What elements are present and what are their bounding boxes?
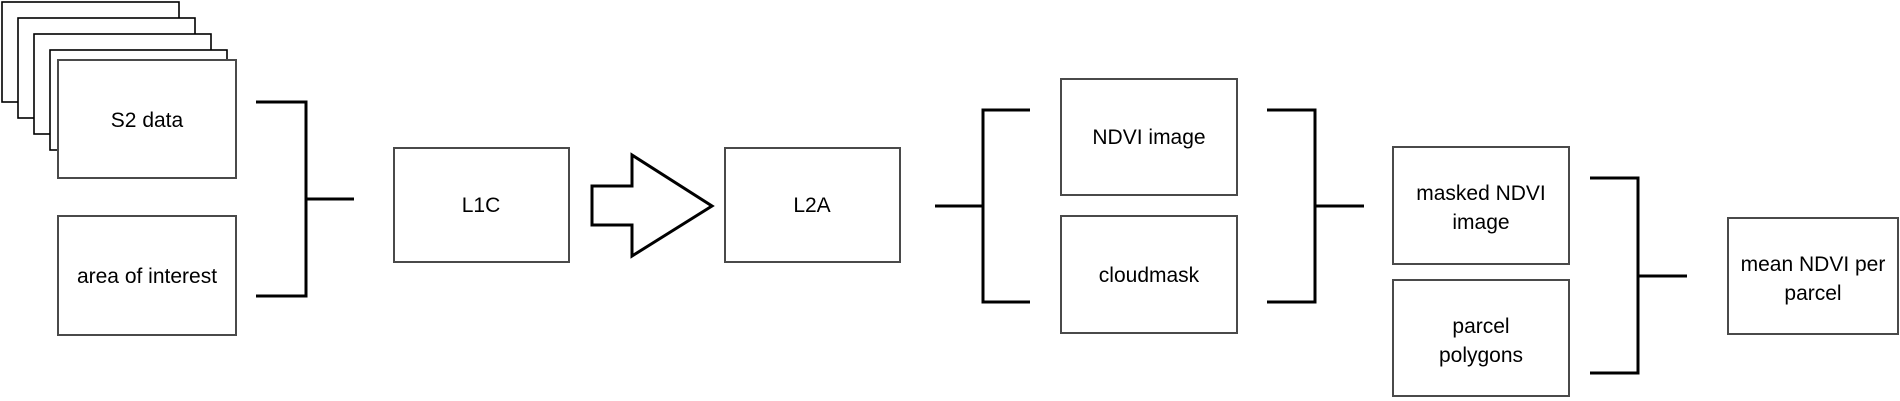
area-of-interest-label: area of interest [77,265,217,288]
ndvi-image-label: NDVI image [1092,126,1205,149]
s2-data-label: S2 data [111,109,184,132]
masked-ndvi-label-line2: image [1452,211,1509,234]
mean-ndvi-label-line1: mean NDVI per [1741,253,1886,276]
l1c-label: L1C [462,194,501,217]
l2a-label: L2A [793,194,830,217]
parcel-polygons-label-line1: parcel [1452,315,1509,338]
l1c-box: L1C [393,147,570,263]
merge-bracket-3 [1590,176,1687,375]
split-bracket [935,108,1030,304]
mean-ndvi-per-parcel-box: mean NDVI per parcel [1727,217,1899,335]
masked-ndvi-label-line1: masked NDVI [1416,182,1546,205]
s2-data-box: S2 data [57,59,237,179]
cloudmask-box: cloudmask [1060,215,1238,334]
merge-bracket-2 [1267,108,1364,304]
parcel-polygons-box: parcel polygons [1392,279,1570,397]
cloudmask-label: cloudmask [1099,264,1200,287]
area-of-interest-box: area of interest [57,215,237,336]
masked-ndvi-image-box: masked NDVI image [1392,146,1570,265]
process-arrow [590,152,715,259]
parcel-polygons-label-line2: polygons [1439,344,1523,367]
merge-bracket-1 [256,100,354,298]
l2a-box: L2A [724,147,901,263]
mean-ndvi-label-line2: parcel [1784,282,1841,305]
ndvi-image-box: NDVI image [1060,78,1238,196]
